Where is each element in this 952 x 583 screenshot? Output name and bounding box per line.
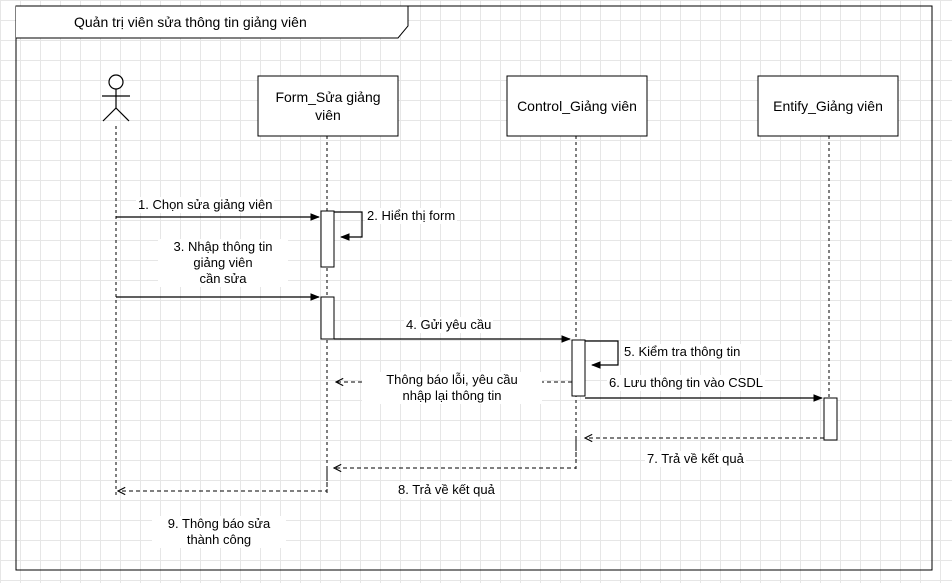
- message-error: Thông báo lỗi, yêu cầu nhập lại thông ti…: [362, 372, 542, 404]
- activation-form-1: [320, 210, 335, 268]
- arrow-m8: [334, 438, 577, 468]
- actor-icon: [102, 74, 130, 122]
- arrow-m5: [585, 340, 619, 369]
- lifeline-box-entity: [757, 75, 899, 137]
- activation-entity: [823, 397, 838, 441]
- frame-title-tab: [16, 5, 409, 39]
- lifeline-label-entity: Entify_Giảng viên: [758, 76, 898, 136]
- frame-title: Quản trị viên sửa thông tin giảng viên: [74, 14, 307, 30]
- message-9: 9. Thông báo sửa thành công: [152, 516, 286, 548]
- message-3-line-1: 3. Nhập thông tin: [173, 239, 273, 254]
- lifeline-label-control-text: Control_Giảng viên: [517, 98, 637, 114]
- lifeline-label-entity-text: Entify_Giảng viên: [773, 98, 883, 114]
- message-9-line-2: thành công: [186, 532, 252, 547]
- message-2: 2. Hiển thị form: [365, 208, 458, 224]
- message-error-line-2: nhập lại thông tin: [402, 388, 502, 403]
- message-3-line-3: cần sửa: [199, 271, 247, 286]
- message-3: 3. Nhập thông tin giảng viên cần sửa: [158, 239, 288, 287]
- message-3-line-2: giảng viên: [193, 255, 253, 270]
- lifeline-label-form: Form_Sửa giảng viên: [258, 76, 398, 136]
- message-8: 8. Trả về kết quả: [396, 482, 497, 498]
- lifeline-box-form: [257, 75, 399, 137]
- arrow-m9: [118, 468, 328, 491]
- message-error-line-1: Thông báo lỗi, yêu cầu: [386, 372, 518, 387]
- message-5: 5. Kiểm tra thông tin: [622, 344, 743, 360]
- activation-control: [571, 339, 586, 397]
- frame-border: [15, 5, 933, 571]
- message-7: 7. Trả về kết quả: [645, 451, 746, 467]
- message-9-line-1: 9. Thông báo sửa: [167, 516, 271, 531]
- arrow-m2: [334, 211, 363, 241]
- message-1: 1. Chọn sửa giảng viên: [136, 197, 275, 213]
- message-6: 6. Lưu thông tin vào CSDL: [607, 375, 765, 391]
- lifeline-box-control: [506, 75, 648, 137]
- activation-form-2: [320, 296, 335, 340]
- message-4: 4. Gửi yêu cầu: [404, 317, 494, 333]
- lifeline-label-form-text: Form_Sửa giảng viên: [275, 89, 381, 123]
- lifeline-label-control: Control_Giảng viên: [507, 76, 647, 136]
